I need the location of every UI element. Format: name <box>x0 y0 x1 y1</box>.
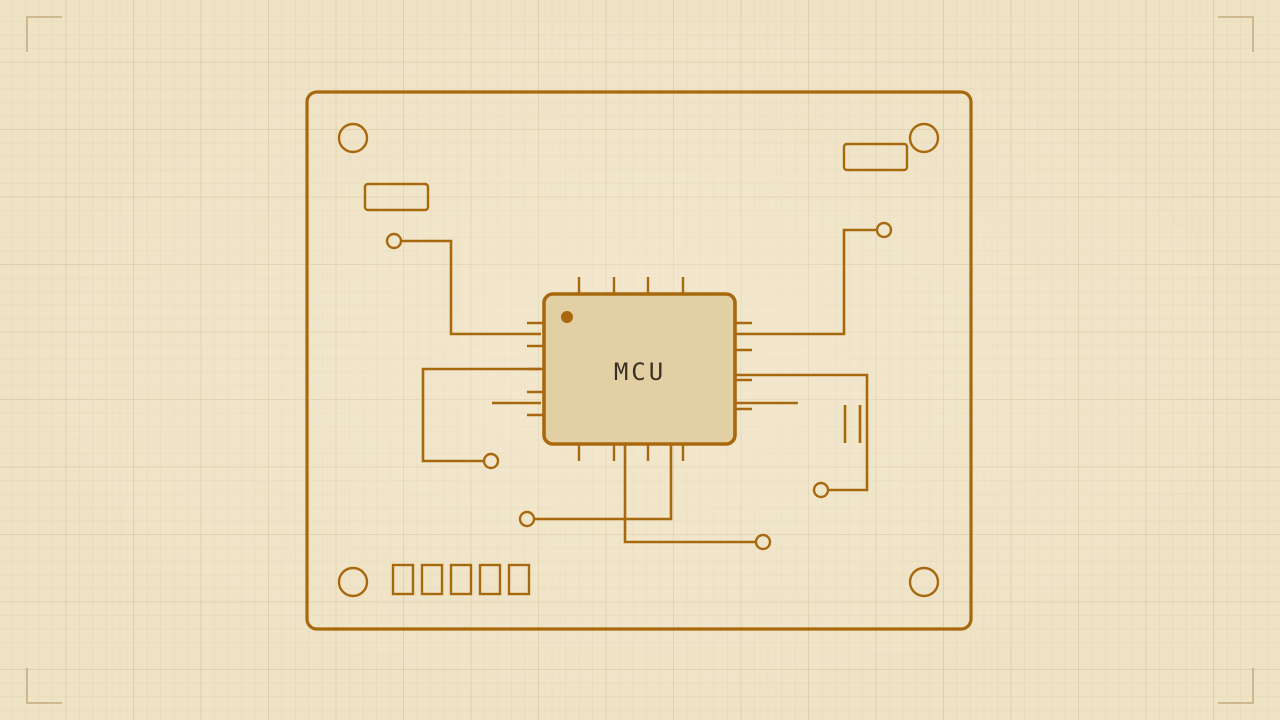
pin-1-marker <box>561 311 573 323</box>
header-pin <box>391 563 415 596</box>
trace-bottom-left <box>534 440 673 521</box>
header-pin <box>507 563 531 596</box>
via-top-left <box>385 232 403 250</box>
trace-right <box>736 373 869 492</box>
crop-mark-top-right <box>1218 16 1254 52</box>
trace-left <box>421 367 541 463</box>
mcu-chip <box>542 292 737 446</box>
via-bottom-right <box>754 533 772 551</box>
mounting-hole-top-right <box>908 122 940 154</box>
crop-mark-bottom-left <box>26 668 62 704</box>
header-pin <box>420 563 444 596</box>
trace-top-right <box>736 228 877 336</box>
via-left <box>482 452 500 470</box>
corner-crop-marks <box>26 16 1254 704</box>
via-top-right <box>875 221 893 239</box>
capacitor-symbol <box>843 405 862 443</box>
header-connector <box>391 563 531 596</box>
crop-mark-bottom-right <box>1218 668 1254 704</box>
via-bottom-left <box>518 510 536 528</box>
chip-pins <box>527 277 752 461</box>
mounting-hole-top-left <box>337 122 369 154</box>
crop-mark-top-left <box>26 16 62 52</box>
via-right <box>812 481 830 499</box>
trace-top-left <box>401 239 541 336</box>
smd-component-right <box>842 142 909 172</box>
smd-component-left <box>363 182 430 212</box>
mounting-hole-bottom-left <box>337 566 369 598</box>
header-pin <box>478 563 502 596</box>
trace-bottom-right <box>623 440 756 544</box>
pcb-board-outline <box>305 90 973 631</box>
header-pin <box>449 563 473 596</box>
mcu-chip-label: MCU <box>614 358 666 386</box>
mounting-hole-bottom-right <box>908 566 940 598</box>
